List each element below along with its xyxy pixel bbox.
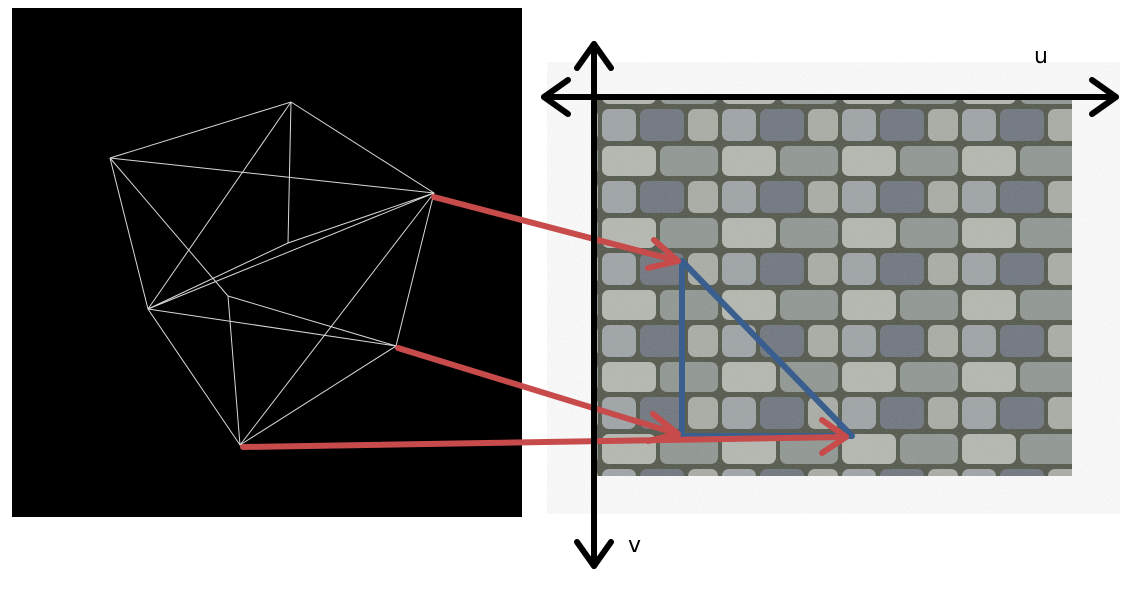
u-axis-left-arrowhead <box>541 77 571 117</box>
stone-wall-texture <box>595 100 1072 476</box>
v-axis-top-arrowhead <box>574 41 614 71</box>
wireframe-polyhedron-icon <box>109 101 435 446</box>
mesh-panel <box>12 8 522 517</box>
mapping-arrow-top <box>431 194 681 271</box>
u-axis-right-arrowhead <box>1089 77 1119 117</box>
u-axis-label: u <box>1034 44 1048 69</box>
mapping-arrows <box>240 194 849 456</box>
v-axis-label: v <box>628 533 641 558</box>
uv-axes <box>541 41 1119 569</box>
mapping-arrow-bottom <box>240 417 849 456</box>
v-axis-bottom-arrowhead <box>574 539 614 569</box>
